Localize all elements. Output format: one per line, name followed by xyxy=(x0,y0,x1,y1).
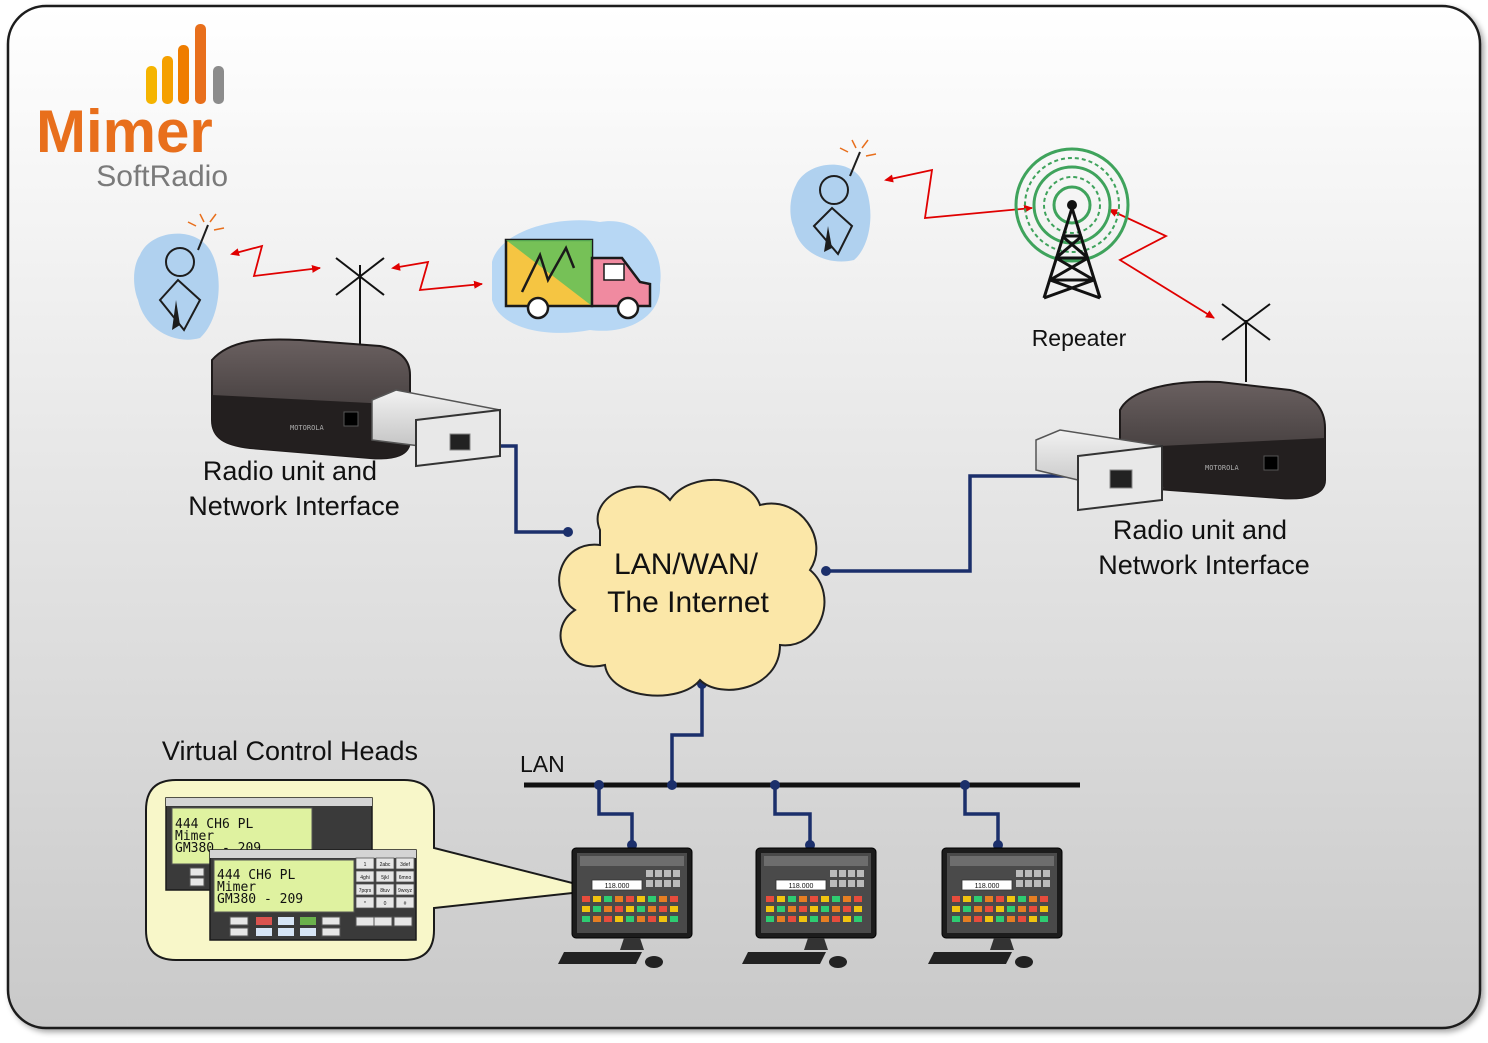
keypad-key-label: 4ghi xyxy=(360,875,369,881)
mouse-icon xyxy=(829,956,847,968)
left-radio-label-line1: Radio unit and xyxy=(203,456,377,486)
right-radio-label-line1: Radio unit and xyxy=(1113,515,1287,545)
link-pc3 xyxy=(963,785,1000,845)
lcd-display xyxy=(213,859,355,913)
brand-product: SoftRadio xyxy=(96,160,228,193)
keypad-key-label: 3def xyxy=(400,862,410,868)
lcd-line2: Mimer xyxy=(217,880,256,895)
ethernet-port-icon xyxy=(1109,469,1133,489)
antenna-icon xyxy=(1221,303,1271,341)
truck-icon xyxy=(492,220,661,333)
network-interface-box xyxy=(1035,429,1163,512)
link-right-radio xyxy=(828,474,1115,573)
frequency-readout: 118.000 xyxy=(789,883,814,890)
keypad-key[interactable]: 5jkl xyxy=(375,870,395,883)
signal-link-truck xyxy=(391,260,483,292)
lcd-line3: GM380 - 209 xyxy=(217,892,303,907)
operator-workstations: 118.000 118.000 118.000 xyxy=(558,847,1063,968)
frequency-readout: 118.000 xyxy=(975,883,1000,890)
handheld-user-left-icon xyxy=(134,213,225,340)
cloud-label-line1: LAN/WAN/ xyxy=(614,548,759,581)
virtual-heads-label: Virtual Control Heads xyxy=(162,736,418,766)
repeater-label: Repeater xyxy=(1032,325,1127,351)
keypad-key-label: 8tuv xyxy=(380,888,390,894)
left-radio-unit: MOTOROLA Radio unit and Network Interfac… xyxy=(188,257,501,521)
function-keys xyxy=(229,916,413,937)
workstation-computer-icon: 118.000 xyxy=(558,847,693,968)
keypad-key-label: 0 xyxy=(384,901,387,907)
svg-text:MOTOROLA: MOTOROLA xyxy=(290,424,325,432)
keypad-key[interactable]: # xyxy=(395,896,415,909)
keypad-key-label: * xyxy=(364,901,366,907)
workstation-computer-icon: 118.000 xyxy=(928,847,1063,968)
signal-link-repeater-radio xyxy=(1108,209,1215,319)
link-pc1 xyxy=(597,785,634,845)
keypad-key-label: 6mno xyxy=(399,875,412,881)
handheld-user-right-icon xyxy=(790,139,877,262)
mouse-icon xyxy=(645,956,663,968)
keypad-key[interactable]: 3def xyxy=(395,857,415,870)
keypad-key[interactable]: 7pqrs xyxy=(355,883,375,896)
mouse-icon xyxy=(1015,956,1033,968)
left-radio-label-line2: Network Interface xyxy=(188,491,400,521)
keypad-key-label: 9wxyz xyxy=(398,888,412,894)
brand-name: Mimer xyxy=(36,98,213,165)
antenna-icon xyxy=(335,257,385,296)
keypad-key-label: 2abc xyxy=(380,862,391,868)
keypad-key[interactable]: 9wxyz xyxy=(395,883,415,896)
signal-link-user-right xyxy=(884,168,1033,220)
keypad-key[interactable]: 0 xyxy=(375,896,395,909)
frequency-readout: 118.000 xyxy=(605,883,630,890)
signal-bars-icon xyxy=(146,24,224,104)
lan-label: LAN xyxy=(520,751,565,777)
keypad: 1 2abc 3def 4ghi 5jkl 6mno 7pqrs 8tuv 9wxyz * 0 # xyxy=(355,857,415,909)
keypad-key-label: 5jkl xyxy=(381,875,389,881)
workstation-computer-icon: 118.000 xyxy=(742,847,877,968)
internet-cloud: LAN/WAN/ The Internet xyxy=(558,479,826,697)
keypad-key[interactable]: 2abc xyxy=(375,857,395,870)
network-interface-box xyxy=(371,389,501,468)
right-radio-label-line2: Network Interface xyxy=(1098,550,1310,580)
keyboard-icon xyxy=(558,952,642,964)
keyboard-icon xyxy=(928,952,1012,964)
repeater-tower-icon: Repeater xyxy=(1014,147,1130,351)
lcd-line1: 444 CH6 PL xyxy=(175,817,253,832)
keypad-key[interactable]: * xyxy=(355,896,375,909)
keypad-key[interactable]: 1 xyxy=(355,857,375,870)
cloud-label-line2: The Internet xyxy=(607,586,769,619)
svg-text:MOTOROLA: MOTOROLA xyxy=(1205,464,1240,472)
mimer-logo: Mimer SoftRadio xyxy=(36,24,228,193)
keypad-key[interactable]: 8tuv xyxy=(375,883,395,896)
link-cloud-lan xyxy=(670,684,704,785)
keypad-key-label: 7pqrs xyxy=(359,888,372,894)
right-radio-unit: MOTOROLA Radio unit and Network Interfac… xyxy=(1035,303,1326,580)
ethernet-port-icon xyxy=(449,433,471,451)
keypad-key-label: # xyxy=(404,901,407,907)
keypad-key-label: 1 xyxy=(364,862,367,868)
keypad-key[interactable]: 6mno xyxy=(395,870,415,883)
link-pc2 xyxy=(773,785,812,845)
signal-link-user-left xyxy=(230,244,321,278)
lcd-line2: Mimer xyxy=(175,829,214,844)
keyboard-icon xyxy=(742,952,826,964)
lcd-line1: 444 CH6 PL xyxy=(217,868,295,883)
keypad-key[interactable]: 4ghi xyxy=(355,870,375,883)
control-head-front: 444 CH6 PL Mimer GM380 - 209 1 2abc 3def 4g… xyxy=(209,849,417,941)
